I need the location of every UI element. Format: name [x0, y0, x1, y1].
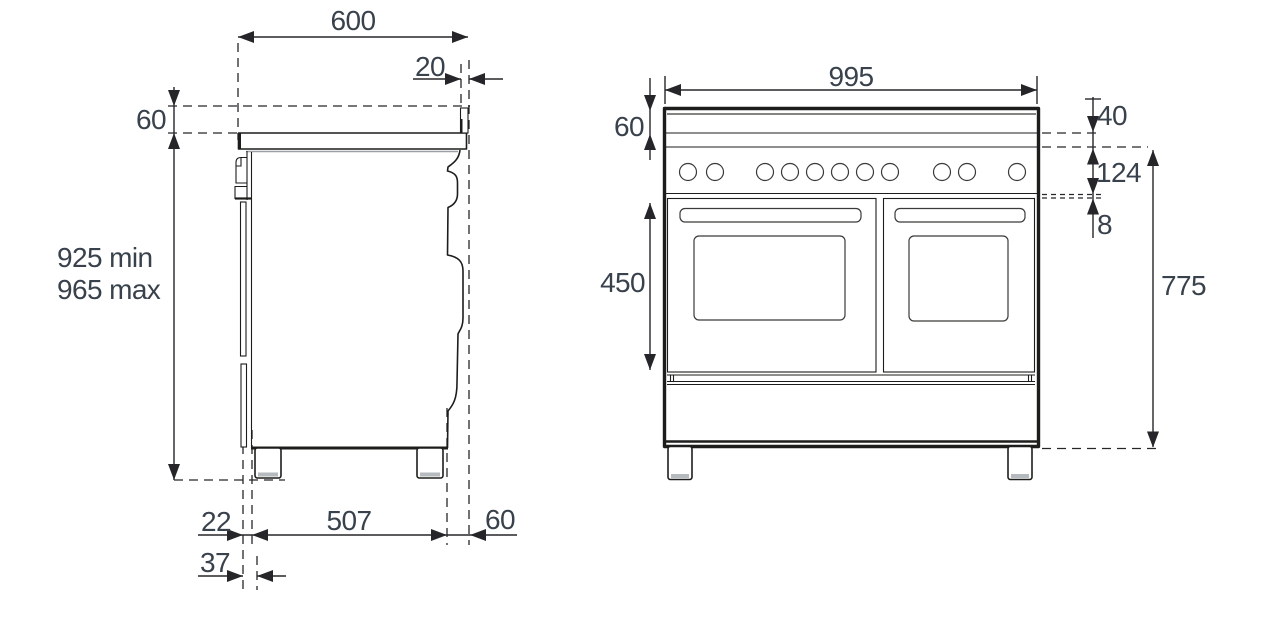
- knob-icon: [780, 162, 800, 182]
- control-knobs: [678, 162, 1027, 182]
- front-profile: [446, 149, 464, 449]
- dim-label-965-max: 965 max: [57, 274, 161, 305]
- dim-label-600: 600: [331, 5, 376, 36]
- dim-label-60-top: 60: [136, 104, 166, 135]
- knob-icon: [678, 162, 698, 182]
- dim-label-20: 20: [415, 51, 445, 82]
- front-feet: [667, 445, 1033, 481]
- knob-icon: [932, 162, 952, 182]
- dim-label-995: 995: [829, 61, 874, 92]
- left-oven-window: [693, 235, 846, 321]
- back-step-tab: [234, 185, 251, 200]
- left-foot: [667, 445, 693, 481]
- dim-label-124: 124: [1096, 157, 1141, 188]
- front-view-dashed-lines: [1042, 132, 1158, 450]
- dim-label-8: 8: [1097, 209, 1112, 240]
- right-oven-window: [908, 235, 1009, 322]
- dim-label-925-min: 925 min: [57, 242, 152, 273]
- dim-label-775: 775: [1161, 270, 1206, 301]
- side-view: 600 20 60 925 min 965 max 22 507 60 37: [57, 5, 517, 590]
- side-view-labels: 600 20 60 925 min 965 max 22 507 60 37: [57, 5, 516, 578]
- right-door-handle: [894, 207, 1026, 223]
- front-foot: [416, 447, 444, 479]
- lower-front: [666, 374, 1037, 443]
- front-view-dimensions: [644, 76, 1159, 448]
- side-view-body: [234, 107, 469, 479]
- dim-label-450: 450: [600, 267, 645, 298]
- front-view: 995 60 450 40 124 8 775: [600, 61, 1207, 481]
- cabinet-outline: [662, 106, 1041, 449]
- front-view-labels: 995 60 450 40 124 8 775: [600, 61, 1206, 301]
- knob-icon: [755, 162, 775, 182]
- dim-label-22: 22: [201, 506, 231, 537]
- dim-label-40: 40: [1097, 100, 1127, 131]
- dim-label-60-front: 60: [614, 111, 644, 142]
- front-view-body: [662, 106, 1041, 481]
- worktop-slab: [237, 132, 468, 150]
- left-oven-door: [666, 197, 877, 373]
- side-view-dashed-lines: [168, 43, 470, 590]
- right-oven-door: [882, 197, 1036, 373]
- side-feet: [254, 447, 444, 479]
- wall-bracket: [235, 156, 247, 184]
- back-panel-upper: [239, 201, 247, 357]
- knob-icon: [830, 162, 850, 182]
- side-view-dimensions: [168, 31, 517, 582]
- dim-label-37: 37: [200, 547, 230, 578]
- back-panel-lower: [240, 363, 248, 448]
- knob-icon: [957, 162, 977, 182]
- right-foot: [1007, 445, 1033, 481]
- knob-icon: [1007, 162, 1027, 182]
- dim-label-507: 507: [327, 505, 372, 536]
- dim-label-60-bottom: 60: [485, 504, 515, 535]
- knob-icon: [805, 162, 825, 182]
- knob-icon: [705, 162, 725, 182]
- knob-icon: [855, 162, 875, 182]
- knob-icon: [880, 162, 900, 182]
- oven-doors: [666, 197, 1036, 373]
- left-door-handle: [679, 207, 862, 223]
- back-foot: [254, 447, 282, 479]
